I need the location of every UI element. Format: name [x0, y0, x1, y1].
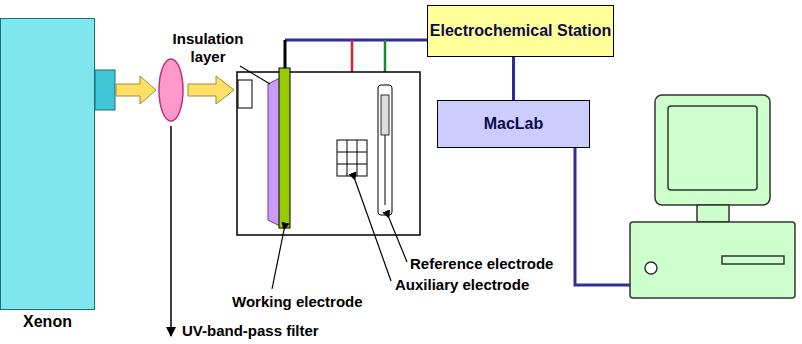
node-label: MacLab: [484, 115, 544, 133]
light-beam: [116, 76, 156, 104]
part-label: Working electrode: [232, 293, 392, 311]
wire: [575, 148, 630, 285]
part-label: Insulation layer: [166, 30, 250, 66]
light-beam: [188, 76, 234, 104]
node-label: Electrochemical Station: [430, 22, 611, 40]
node-label: Xenon: [1, 313, 94, 331]
station-box: Electrochemical Station: [427, 5, 614, 57]
wire: [285, 39, 427, 42]
filter-lens: [159, 59, 183, 121]
working-electrode: [279, 68, 290, 228]
leader-line: [355, 180, 391, 281]
insulation-layer: [268, 78, 280, 226]
signal-wire: [512, 57, 515, 100]
computer-icon: [630, 95, 795, 298]
lamp-outlet: [95, 70, 115, 110]
auxiliary-grid: [337, 140, 367, 176]
reference-electrode: [378, 85, 392, 215]
leader-line: [389, 218, 407, 262]
part-label: Reference electrode: [410, 255, 580, 273]
part-label: Auxiliary electrode: [395, 276, 565, 294]
electrolytic-cell: [237, 72, 420, 235]
maclab-box: MacLab: [437, 100, 590, 148]
part-label: UV-band-pass filter: [182, 322, 372, 340]
leader-line: [272, 230, 284, 289]
leader-line: [240, 66, 270, 84]
quartz-window: [238, 80, 252, 108]
xenon-lamp: Xenon: [0, 18, 95, 310]
wire: [284, 40, 287, 68]
leader-line: [170, 126, 172, 336]
